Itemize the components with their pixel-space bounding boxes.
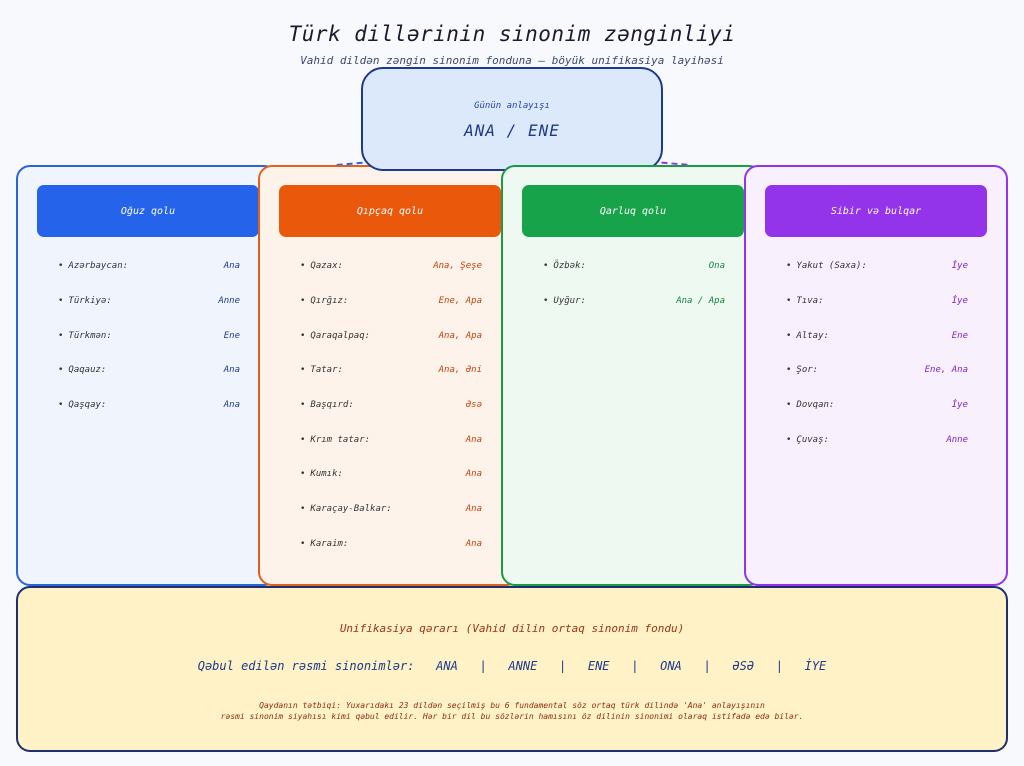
- mother-word: Ana: [465, 538, 482, 549]
- language-row: Qaqauz: Ana: [58, 353, 240, 388]
- language-name: Karaçay-Balkar:: [300, 504, 391, 514]
- language-name: Özbək:: [543, 261, 586, 271]
- concept-label: Günün anlayışı: [474, 101, 550, 111]
- branch-list: Azərbaycan:AnaTürkiyə:AnneTürkmən:EneQaq…: [58, 249, 240, 422]
- concept-box: Günün anlayışı ANA / ENE: [361, 67, 663, 171]
- language-row: Qaşqay: Ana: [58, 388, 240, 423]
- language-row: Dovqan: İye: [786, 388, 968, 423]
- page-subtitle: Vahid dildən zəngin sinonim fonduna — bö…: [300, 54, 724, 67]
- language-name: Başqırd:: [300, 400, 353, 410]
- language-row: Özbək: Ona: [543, 249, 725, 284]
- language-name: Tatar:: [300, 365, 343, 375]
- branch-header: Oğuz qolu: [37, 185, 259, 237]
- mother-word: Ana: [465, 504, 482, 515]
- page-title: Türk dillərinin sinonim zənginliyi: [288, 22, 736, 46]
- mother-word: Ana: [465, 434, 482, 445]
- branch-list: Özbək: OnaUyğur: Ana / Apa: [543, 249, 725, 318]
- mother-word: Ana: [465, 469, 482, 480]
- language-name: Qaqauz:: [58, 365, 106, 375]
- language-name: Altay:: [786, 331, 829, 341]
- decision-title: Unifikasiya qərarı (Vahid dilin ortaq si…: [339, 622, 685, 635]
- language-name: Dovqan:: [786, 400, 834, 410]
- language-name: Karaim:: [300, 539, 348, 549]
- language-row: Azərbaycan: Ana: [58, 249, 240, 284]
- mother-word: Ana, Əni: [438, 365, 482, 376]
- language-row: Şor: Ene, Ana: [786, 353, 968, 388]
- language-row: Türkmən: Ene: [58, 318, 240, 353]
- language-row: Karaim: Ana: [300, 527, 482, 562]
- unification-decision-box: Unifikasiya qərarı (Vahid dilin ortaq si…: [16, 586, 1008, 752]
- decision-note-line: rəsmi sinonim siyahısı kimi qəbul edilir…: [220, 712, 804, 721]
- language-name: Türkiyə:: [58, 296, 111, 306]
- branch-oguz: Oğuz qolu Azərbaycan:AnaTürkiyə:AnneTürk…: [16, 165, 278, 586]
- language-name: Qazax:: [300, 261, 343, 271]
- language-row: Uyğur: Ana / Apa: [543, 284, 725, 319]
- language-name: Krım tatar:: [300, 435, 370, 445]
- mother-word: Ana: [223, 261, 240, 272]
- language-row: Başqırd: Əsə: [300, 388, 482, 423]
- mother-word: Ene: [223, 330, 240, 341]
- mother-word: Ene, Apa: [438, 296, 482, 307]
- mother-word: Anne: [218, 296, 240, 307]
- branch-qipcaq: Qıpçaq qolu Qazax: Ana, ŞeşeQırğız: Ene, A…: [258, 165, 520, 586]
- language-name: Uyğur:: [543, 296, 586, 306]
- language-name: Qaraqalpaq:: [300, 331, 370, 341]
- mother-word: Ana, Apa: [438, 330, 482, 341]
- language-row: Qaraqalpaq: Ana, Apa: [300, 318, 482, 353]
- mother-word: Ona: [708, 261, 725, 272]
- branch-header: Qarluq qolu: [522, 185, 744, 237]
- decision-note: Qaydanın tətbiqi: Yuxarıdakı 23 dildən s…: [18, 700, 1006, 722]
- mother-word: Ana, Şeşe: [433, 261, 482, 272]
- synonyms-values: ANA | ANNE | ENE | ONA | ƏSƏ | İYE: [414, 659, 827, 673]
- branch-header: Qıpçaq qolu: [279, 185, 501, 237]
- branch-list: Qazax: Ana, ŞeşeQırğız: Ene, ApaQaraqalpaq…: [300, 249, 482, 561]
- mother-word: İye: [951, 400, 968, 411]
- mother-word: İye: [951, 296, 968, 307]
- mother-word: Ene: [951, 330, 968, 341]
- language-row: Qazax: Ana, Şeşe: [300, 249, 482, 284]
- language-name: Tıva:: [786, 296, 823, 306]
- language-name: Azərbaycan:: [58, 261, 128, 271]
- branch-qarluq: Qarluq qolu Özbək: OnaUyğur: Ana / Apa: [501, 165, 763, 586]
- language-row: Krım tatar: Ana: [300, 422, 482, 457]
- branch-sibir-bulqar: Sibir və bulqar Yakut (Saxa):İyeTıva:İye…: [744, 165, 1008, 586]
- language-row: Kumık: Ana: [300, 457, 482, 492]
- concept-value: ANA / ENE: [464, 121, 560, 140]
- language-name: Kumık:: [300, 469, 343, 479]
- mother-word: Ana: [223, 400, 240, 411]
- synonyms-label: Qəbul edilən rəsmi sinonimlər:: [197, 659, 415, 673]
- mother-word: Ana / Apa: [676, 296, 725, 307]
- language-name: Yakut (Saxa):: [786, 261, 866, 271]
- language-row: Türkiyə: Anne: [58, 284, 240, 319]
- language-name: Çuvaş:: [786, 435, 829, 445]
- language-name: Qırğız:: [300, 296, 348, 306]
- decision-note-line: Qaydanın tətbiqi: Yuxarıdakı 23 dildən s…: [259, 701, 765, 710]
- mother-word: Ana: [223, 365, 240, 376]
- language-row: Tıva: İye: [786, 284, 968, 319]
- language-row: Karaçay-Balkar: Ana: [300, 492, 482, 527]
- mother-word: Əsə: [465, 400, 482, 411]
- language-row: Çuvaş: Anne: [786, 422, 968, 457]
- branch-header: Sibir və bulqar: [765, 185, 987, 237]
- branch-list: Yakut (Saxa):İyeTıva:İyeAltay:EneŞor:Ene…: [786, 249, 968, 457]
- official-synonyms: Qəbul edilən rəsmi sinonimlər: ANA | ANN…: [18, 659, 1006, 673]
- mother-word: İye: [951, 261, 968, 272]
- language-name: Qaşqay:: [58, 400, 106, 410]
- language-row: Altay: Ene: [786, 318, 968, 353]
- language-row: Yakut (Saxa): İye: [786, 249, 968, 284]
- mother-word: Ene, Ana: [924, 365, 968, 376]
- language-name: Türkmən:: [58, 331, 111, 341]
- language-row: Tatar: Ana, Əni: [300, 353, 482, 388]
- language-name: Şor:: [786, 365, 818, 375]
- language-row: Qırğız: Ene, Apa: [300, 284, 482, 319]
- mother-word: Anne: [946, 434, 968, 445]
